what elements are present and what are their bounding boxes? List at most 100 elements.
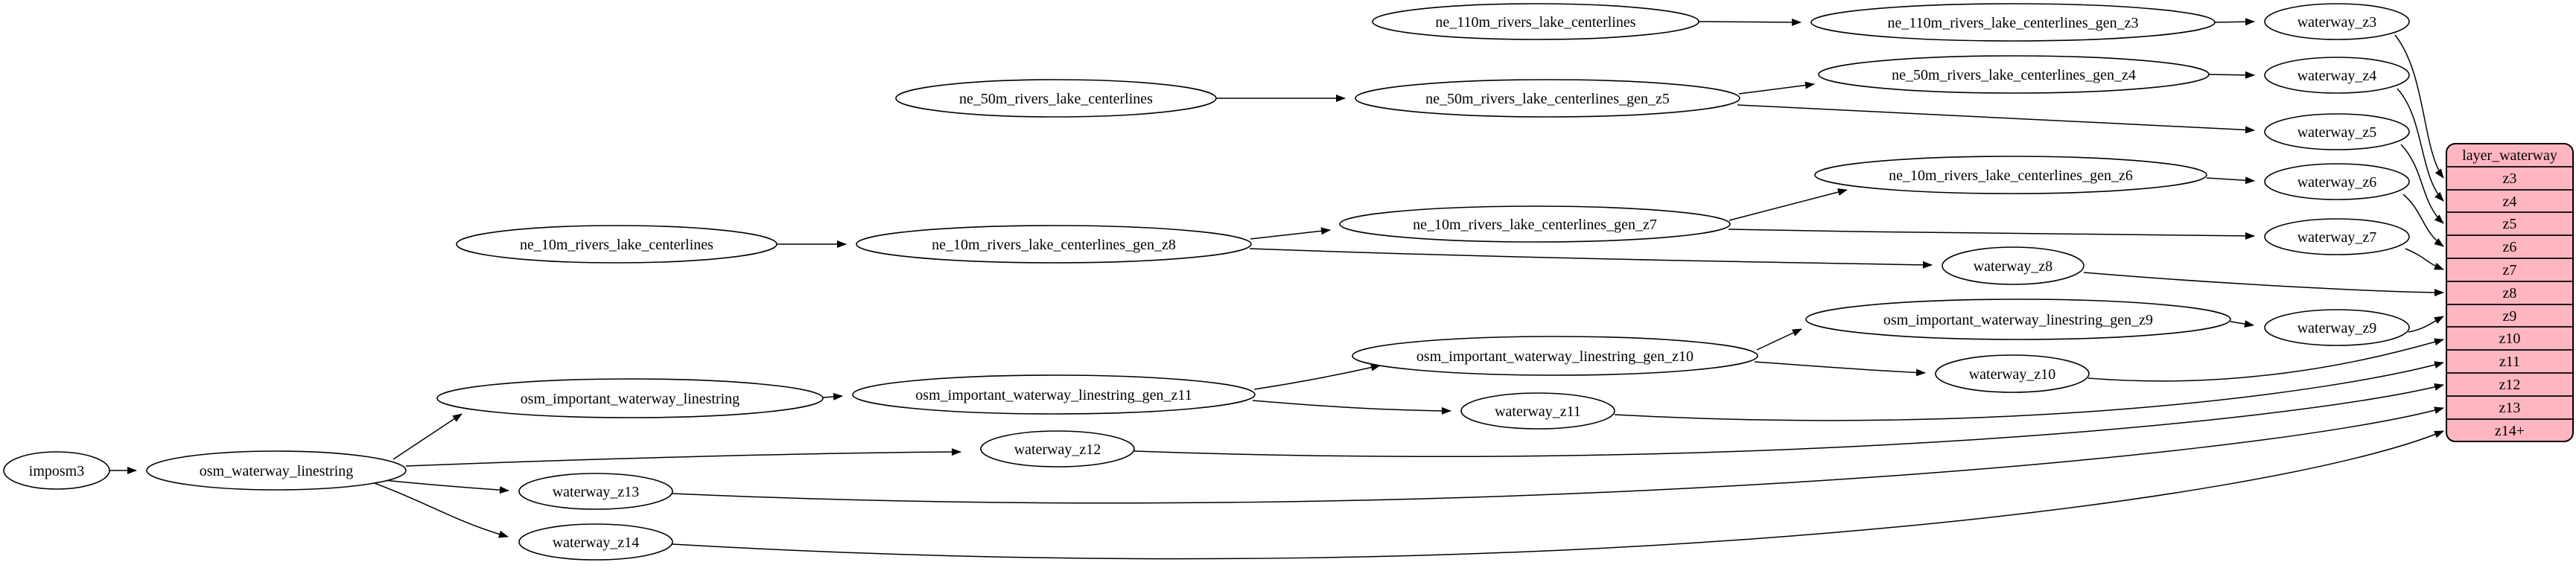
node-gen_z3-label: ne_110m_rivers_lake_centerlines_gen_z3 <box>1888 15 2139 31</box>
edge-gen_z7-gen_z6 <box>1729 188 1848 221</box>
node-imposm3: imposm3 <box>3 451 110 490</box>
node-ne_50m-label: ne_50m_rivers_lake_centerlines <box>959 91 1153 107</box>
record-row-z10: z10 <box>2499 331 2521 347</box>
edge-osm_waterway_linestring-waterway_z13 <box>383 479 509 494</box>
node-waterway_z8: waterway_z8 <box>1941 246 2084 285</box>
node-waterway_z4-label: waterway_z4 <box>2297 68 2377 84</box>
node-ne_10m_rivers_lake_centerlines: ne_10m_rivers_lake_centerlines <box>456 225 777 264</box>
node-waterway_z11-label: waterway_z11 <box>1495 403 1581 420</box>
nodes: imposm3 osm_waterway_linestring osm_impo… <box>3 3 2410 561</box>
node-waterway_z13-label: waterway_z13 <box>553 484 640 500</box>
node-gen_z4-label: ne_50m_rivers_lake_centerlines_gen_z4 <box>1892 67 2136 83</box>
record-row-z6: z6 <box>2503 239 2517 255</box>
edge-waterway_z8-row_z8 <box>2083 272 2444 296</box>
node-ne_10m_rivers_lake_centerlines_gen_z6: ne_10m_rivers_lake_centerlines_gen_z6 <box>1814 156 2207 194</box>
node-waterway_z6: waterway_z6 <box>2264 163 2410 200</box>
node-waterway_z12-label: waterway_z12 <box>1014 441 1101 458</box>
record-layer_waterway: layer_waterway z3 z4 z5 z6 z7 z8 z9 z10 … <box>2446 143 2574 442</box>
edge-osm_important_waterway_linestring-gen_z11 <box>822 392 843 401</box>
node-waterway_z10-label: waterway_z10 <box>1969 366 2056 383</box>
edge-gen_z11-gen_z10 <box>1253 363 1381 390</box>
node-waterway_z13: waterway_z13 <box>518 473 673 510</box>
edge-gen_z7-waterway_z7 <box>1728 229 2255 240</box>
node-osm_important_waterway_linestring_gen_z10: osm_important_waterway_linestring_gen_z1… <box>1352 336 1758 376</box>
node-waterway_z8-label: waterway_z8 <box>1974 258 2053 275</box>
edge-waterway_z11-row_z11 <box>1614 361 2444 421</box>
edge-waterway_z12-row_z12 <box>1133 383 2444 458</box>
edge-gen_z8-waterway_z8 <box>1249 248 1933 269</box>
record-row-z4: z4 <box>2503 194 2517 210</box>
node-waterway_z6-label: waterway_z6 <box>2297 174 2377 191</box>
edge-gen_z6-waterway_z6 <box>2206 176 2255 185</box>
node-waterway_z3-label: waterway_z3 <box>2297 14 2377 31</box>
node-waterway_z7: waterway_z7 <box>2264 218 2410 255</box>
edge-gen_z10-waterway_z10 <box>1754 361 1926 377</box>
edge-gen_z11-waterway_z11 <box>1252 400 1451 415</box>
node-waterway_z11: waterway_z11 <box>1460 392 1615 430</box>
node-waterway_z3: waterway_z3 <box>2264 3 2410 40</box>
node-waterway_z14-label: waterway_z14 <box>553 535 640 551</box>
edge-waterway_z10-row_z10 <box>2087 338 2444 382</box>
node-osm_important_waterway_linestring_gen_z11: osm_important_waterway_linestring_gen_z1… <box>852 374 1256 415</box>
node-gen_z10-label: osm_important_waterway_linestring_gen_z1… <box>1416 348 1694 365</box>
node-osm_important_waterway_linestring: osm_important_waterway_linestring <box>436 378 824 418</box>
edge-waterway_z7-row_z7 <box>2405 248 2444 270</box>
edge-gen_z9-waterway_z9 <box>2230 320 2254 328</box>
edge-waterway_z14-row_z14plus <box>672 430 2444 560</box>
node-waterway_z14: waterway_z14 <box>518 523 673 561</box>
edges <box>109 18 2444 560</box>
record-outline <box>2446 143 2574 442</box>
record-row-z8: z8 <box>2503 285 2517 301</box>
node-waterway_z9-label: waterway_z9 <box>2297 320 2377 336</box>
edge-gen_z8-gen_z7 <box>1250 227 1331 240</box>
node-imposm3-label: imposm3 <box>29 463 84 479</box>
record-row-z7: z7 <box>2503 262 2517 278</box>
node-gen_z7-label: ne_10m_rivers_lake_centerlines_gen_z7 <box>1413 217 1657 233</box>
node-osm_waterway_linestring-label: osm_waterway_linestring <box>200 463 354 479</box>
node-gen_z11-label: osm_important_waterway_linestring_gen_z1… <box>915 387 1192 403</box>
node-waterway_z12: waterway_z12 <box>980 430 1135 468</box>
node-osm_important_waterway_linestring_gen_z9: osm_important_waterway_linestring_gen_z9 <box>1805 299 2231 340</box>
record-separators <box>2446 166 2573 420</box>
record-row-z11: z11 <box>2499 354 2520 370</box>
record-row-z13: z13 <box>2499 400 2521 416</box>
edge-osm_waterway_linestring-osm_important_waterway_linestring <box>392 413 462 460</box>
record-row-z9: z9 <box>2503 308 2517 325</box>
node-waterway_z5-label: waterway_z5 <box>2297 124 2377 141</box>
node-gen_z8-label: ne_10m_rivers_lake_centerlines_gen_z8 <box>932 237 1176 253</box>
record-row-z5: z5 <box>2503 216 2517 232</box>
node-ne_110m-label: ne_110m_rivers_lake_centerlines <box>1435 14 1635 31</box>
edge-gen_z5-waterway_z5 <box>1737 104 2255 134</box>
node-osm_important_waterway_linestring-label: osm_important_waterway_linestring <box>521 391 740 407</box>
node-ne_50m_rivers_lake_centerlines_gen_z4: ne_50m_rivers_lake_centerlines_gen_z4 <box>1818 55 2210 94</box>
edge-osm_waterway_linestring-waterway_z14 <box>374 482 509 538</box>
edge-waterway_z13-row_z13 <box>672 406 2444 504</box>
node-waterway_z9: waterway_z9 <box>2264 309 2410 346</box>
node-ne_110m_rivers_lake_centerlines_gen_z3: ne_110m_rivers_lake_centerlines_gen_z3 <box>1810 3 2216 42</box>
node-waterway_z5: waterway_z5 <box>2264 113 2410 150</box>
node-ne_50m_rivers_lake_centerlines: ne_50m_rivers_lake_centerlines <box>895 79 1217 118</box>
edge-osm_waterway_linestring-waterway_z12 <box>405 448 961 467</box>
edge-waterway_z4-row_z4 <box>2397 88 2444 202</box>
edge-gen_z4-waterway_z4 <box>2208 71 2255 79</box>
edge-waterway_z9-row_z9 <box>2408 316 2444 333</box>
node-waterway_z7-label: waterway_z7 <box>2297 229 2377 246</box>
node-osm_waterway_linestring: osm_waterway_linestring <box>146 450 407 491</box>
node-waterway_z4: waterway_z4 <box>2264 57 2410 94</box>
node-ne_10m_rivers_lake_centerlines_gen_z8: ne_10m_rivers_lake_centerlines_gen_z8 <box>856 225 1252 264</box>
node-gen_z5-label: ne_50m_rivers_lake_centerlines_gen_z5 <box>1425 91 1670 107</box>
record-row-z3: z3 <box>2503 170 2517 187</box>
node-ne_50m_rivers_lake_centerlines_gen_z5: ne_50m_rivers_lake_centerlines_gen_z5 <box>1355 79 1740 118</box>
node-ne_10m-label: ne_10m_rivers_lake_centerlines <box>520 237 713 253</box>
edge-waterway_z6-row_z6 <box>2402 194 2444 247</box>
node-ne_110m_rivers_lake_centerlines: ne_110m_rivers_lake_centerlines <box>1372 3 1699 40</box>
record-row-z12: z12 <box>2499 377 2521 393</box>
edge-waterway_z5-row_z5 <box>2400 144 2444 224</box>
node-gen_z6-label: ne_10m_rivers_lake_centerlines_gen_z6 <box>1889 167 2133 184</box>
node-waterway_z10: waterway_z10 <box>1935 354 2090 393</box>
node-gen_z9-label: osm_important_waterway_linestring_gen_z9 <box>1883 312 2153 328</box>
record-title: layer_waterway <box>2462 147 2557 164</box>
record-row-z14plus: z14+ <box>2495 423 2525 439</box>
